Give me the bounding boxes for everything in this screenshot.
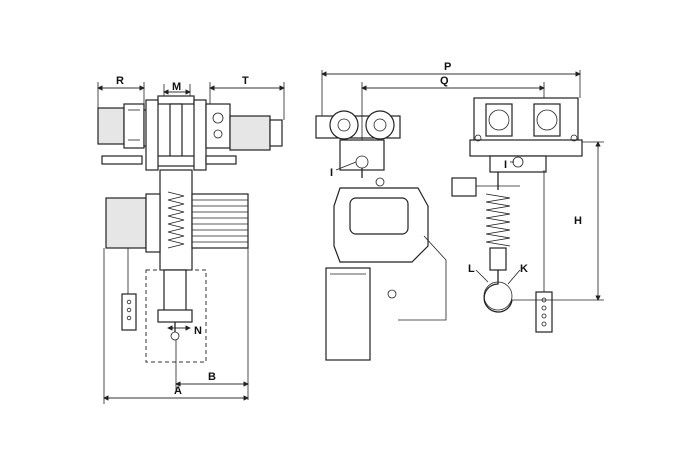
trolley-gearbox-right [205, 103, 231, 149]
front-view: R M T N B A [97, 75, 285, 404]
pendant-control-side [535, 291, 553, 333]
dim-label-m: M [172, 81, 181, 93]
hoist-nameplate [349, 197, 409, 235]
hook-block-front [163, 269, 187, 315]
spring-coil-front [167, 191, 185, 249]
spring-coil-side [485, 193, 511, 247]
label-k: K [520, 263, 528, 275]
trolley-motor-left [97, 107, 125, 145]
trolley-motor-right [229, 115, 271, 151]
beam-web [169, 103, 183, 161]
dim-label-r: R [116, 75, 124, 87]
label-i-right: I [504, 159, 507, 171]
trolley-wheel-2 [365, 110, 395, 140]
dim-label-n: N [194, 325, 202, 337]
dim-label-t: T [242, 75, 249, 87]
label-l: L [468, 263, 475, 275]
trolley-wheel-1 [329, 110, 359, 140]
hoist-motor [105, 197, 147, 249]
trolley-gearbox-left [123, 103, 145, 149]
label-i-left: I [330, 167, 333, 179]
dim-label-q: Q [440, 75, 449, 87]
hoist-gear-housing-fins [191, 193, 249, 249]
side-view: P Q H I I L K [315, 61, 604, 361]
beam-top-flange [157, 95, 195, 105]
hoist-frame [159, 169, 193, 271]
beam-bottom-flange [155, 155, 197, 167]
dim-label-h: H [574, 215, 582, 227]
dim-label-b: B [208, 371, 216, 383]
hook-side [483, 270, 513, 313]
dim-label-p: P [444, 61, 451, 73]
dim-label-a: A [174, 385, 182, 397]
chain-container-side [325, 267, 371, 361]
